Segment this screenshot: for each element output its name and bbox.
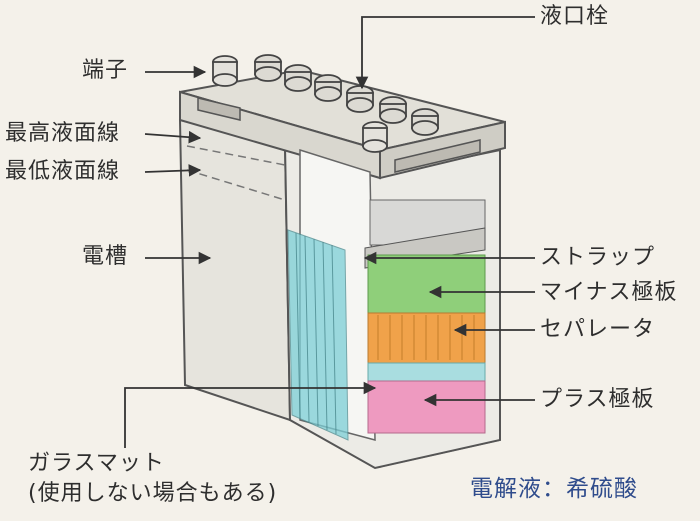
label-max-level: 最高液面線 — [5, 121, 121, 146]
leader-lines — [124, 16, 535, 448]
vent-plug — [314, 74, 342, 102]
terminal-posts — [212, 55, 388, 153]
max-level-line — [186, 145, 286, 166]
label-vent-plug: 液口栓 — [540, 4, 610, 29]
terminal — [212, 55, 238, 87]
label-strap: ストラップ — [540, 245, 656, 270]
label-separator: セパレータ — [540, 317, 656, 342]
terminal — [362, 121, 388, 153]
label-negative-plate: マイナス極板 — [540, 280, 678, 305]
label-min-level: 最低液面線 — [5, 159, 121, 184]
vent-plug — [411, 108, 439, 136]
label-case: 電槽 — [82, 244, 129, 269]
vent-plug — [379, 96, 407, 124]
vent-plug — [284, 64, 312, 92]
min-level-line — [186, 169, 286, 201]
label-electrolyte: 電解液：希硫酸 — [470, 476, 638, 502]
vent-plug — [346, 85, 374, 113]
negative-plate — [367, 254, 486, 314]
label-glass-mat-note: (使用しない場合もある) — [28, 481, 278, 506]
label-terminal: 端子 — [82, 58, 129, 83]
vent-plug-row — [254, 54, 439, 136]
positive-plate — [367, 380, 486, 434]
vent-plug — [254, 54, 282, 82]
label-glass-mat: ガラスマット — [28, 451, 165, 476]
label-positive-plate: プラス極板 — [540, 387, 655, 412]
